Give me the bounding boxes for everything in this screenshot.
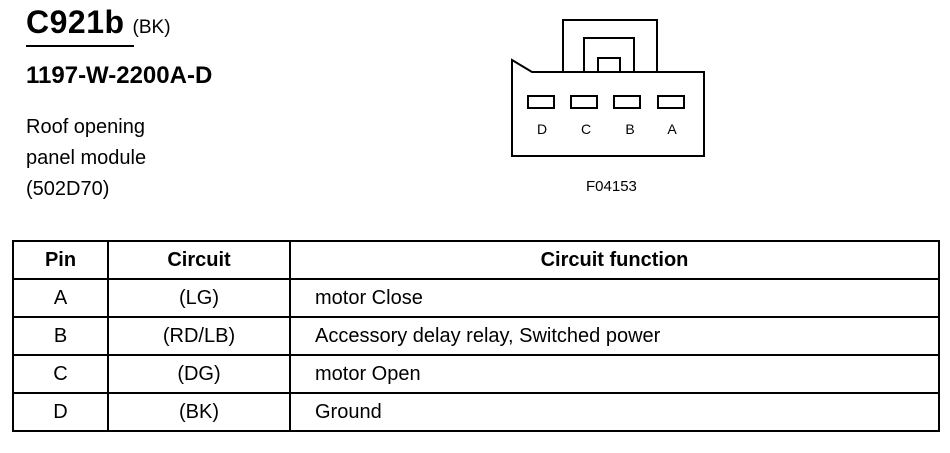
connector-face-diagram: D C B A xyxy=(511,19,705,157)
connector-body xyxy=(511,58,705,157)
pin-cavity-c xyxy=(570,95,598,109)
pin-cell: D xyxy=(12,392,109,432)
function-cell: Accessory delay relay, Switched power xyxy=(289,316,940,356)
column-header-pin: Pin xyxy=(12,240,109,280)
table-row: C (DG) motor Open xyxy=(12,354,940,394)
circuit-cell: (RD/LB) xyxy=(107,316,291,356)
circuit-cell: (DG) xyxy=(107,354,291,394)
function-cell: Ground xyxy=(289,392,940,432)
pin-cavity-a xyxy=(657,95,685,109)
column-header-circuit-function: Circuit function xyxy=(289,240,940,280)
connector-color: (BK) xyxy=(132,17,171,38)
pin-table: Pin Circuit Circuit function A (LG) moto… xyxy=(12,240,940,432)
part-number: 1197-W-2200A-D xyxy=(26,62,213,89)
table-row: A (LG) motor Close xyxy=(12,278,940,318)
table-row: B (RD/LB) Accessory delay relay, Switche… xyxy=(12,316,940,356)
figure-code: F04153 xyxy=(586,178,637,195)
connector-lock-tab xyxy=(562,19,658,73)
connector-id-heading: C921b (BK) xyxy=(26,4,171,41)
module-description: Roof opening panel module (502D70) xyxy=(26,112,146,205)
description-line: (502D70) xyxy=(26,178,110,200)
connector-id: C921b xyxy=(26,4,125,40)
table-header-row: Pin Circuit Circuit function xyxy=(12,240,940,280)
circuit-cell: (BK) xyxy=(107,392,291,432)
pin-label: D xyxy=(537,121,547,137)
pin-label: B xyxy=(625,121,634,137)
table-row: D (BK) Ground xyxy=(12,392,940,432)
description-line: Roof opening xyxy=(26,116,145,138)
description-line: panel module xyxy=(26,147,147,169)
pin-label: A xyxy=(667,121,677,137)
pin-cavity-d xyxy=(527,95,555,109)
circuit-cell: (LG) xyxy=(107,278,291,318)
connector-id-underline xyxy=(26,45,134,47)
pin-cavity-b xyxy=(613,95,641,109)
connector-latch xyxy=(583,37,635,72)
pin-cell: C xyxy=(12,354,109,394)
connector-latch-inner xyxy=(597,57,621,72)
function-cell: motor Close xyxy=(289,278,940,318)
pin-cell: B xyxy=(12,316,109,356)
function-cell: motor Open xyxy=(289,354,940,394)
column-header-circuit: Circuit xyxy=(107,240,291,280)
pin-label: C xyxy=(581,121,591,137)
pin-cell: A xyxy=(12,278,109,318)
